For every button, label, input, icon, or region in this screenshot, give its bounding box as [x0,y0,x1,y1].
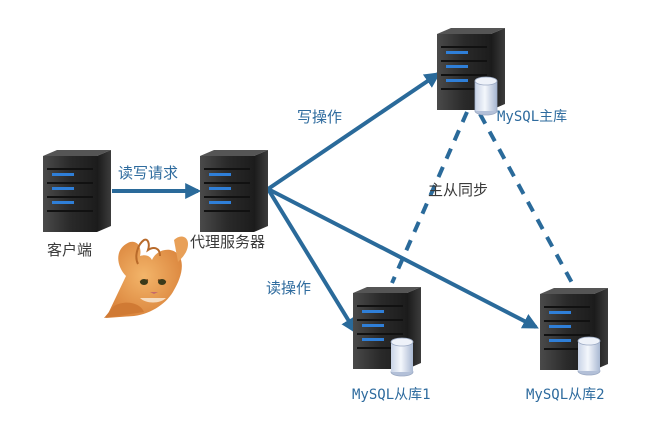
database-server-icon [353,287,421,377]
client-label: 客户端 [47,241,93,259]
slave1-label: MySQL从库1 [352,387,431,403]
server-icon [43,150,111,232]
database-icon [474,76,498,116]
master-label: MySQL主库 [497,109,568,125]
arrow-proxy-slave1 [266,187,357,334]
server-icon [200,150,268,232]
database-icon [390,337,414,377]
arrow-proxy-slave2 [267,187,539,329]
database-icon [577,336,601,376]
database-server-icon [540,288,608,376]
edge-label-write: 写操作 [297,108,343,126]
slave2-label: MySQL从库2 [526,387,605,403]
edge-label-read: 读操作 [266,279,312,297]
edge-label-rw-request: 读写请求 [118,164,179,182]
database-server-icon [437,28,505,116]
replication-line-slave2 [478,113,579,293]
edge-label-replication: 主从同步 [428,181,489,199]
arrow-proxy-master [266,72,441,191]
cat-icon [104,236,188,318]
proxy-label: 代理服务器 [190,233,266,251]
